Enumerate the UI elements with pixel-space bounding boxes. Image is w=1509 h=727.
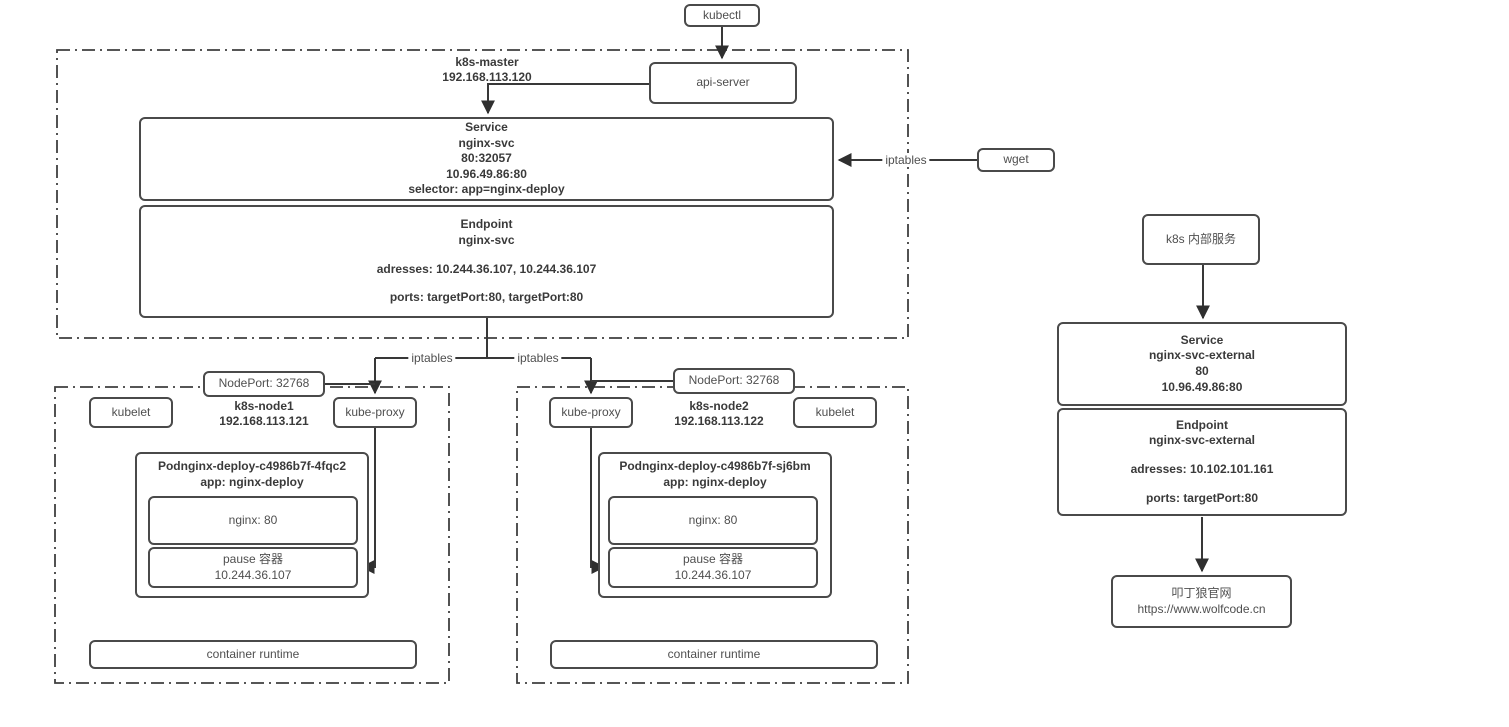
service-kind: Service	[465, 120, 508, 135]
pod1-pause-ip: 10.244.36.107	[214, 567, 292, 582]
kube-proxy1-label: kube-proxy	[345, 404, 405, 419]
node1-dashed-border	[54, 386, 450, 684]
service-external-box: Service nginx-svc-external 80 10.96.49.8…	[1057, 322, 1347, 406]
wolfcode-site-url: https://www.wolfcode.cn	[1137, 601, 1266, 616]
pod2-app-label: app: nginx-deploy	[663, 474, 767, 489]
api-server-label: api-server	[696, 75, 750, 90]
master-dashed-border	[56, 49, 909, 339]
kubelet2-box: kubelet	[793, 397, 877, 428]
iptables-wget-label: iptables	[882, 153, 930, 167]
pod2-pause-label: pause 容器	[682, 551, 744, 566]
node2-container-runtime-label: container runtime	[667, 646, 761, 661]
pod1-app-label: app: nginx-deploy	[200, 474, 304, 489]
kubectl-box: kubectl	[684, 4, 760, 27]
endpoint-kind: Endpoint	[460, 217, 513, 232]
endpoint-external-instance: nginx-svc-external	[1148, 433, 1256, 448]
service-cluster-ip: 10.96.49.86:80	[446, 166, 527, 181]
wolfcode-site-box: 叩丁狼官网 https://www.wolfcode.cn	[1111, 575, 1292, 628]
service-nginx-svc-box: Service nginx-svc 80:32057 10.96.49.86:8…	[139, 117, 834, 201]
kubelet1-box: kubelet	[89, 397, 173, 428]
pod2-nginx-label: nginx: 80	[688, 512, 738, 527]
k8s-internal-service-box: k8s 内部服务	[1142, 214, 1260, 265]
endpoint-external-ports: ports: targetPort:80	[1145, 490, 1258, 505]
pod2-pause-ip: 10.244.36.107	[674, 567, 752, 582]
endpoint-instance: nginx-svc	[458, 232, 515, 247]
kube-proxy2-box: kube-proxy	[549, 397, 633, 428]
endpoint-external-kind: Endpoint	[1176, 417, 1228, 432]
service-external-instance: nginx-svc-external	[1148, 348, 1256, 363]
service-external-port: 80	[1195, 364, 1209, 378]
node2-container-runtime-box: container runtime	[550, 640, 878, 669]
pod1-name: Podnginx-deploy-c4986b7f-4fqc2	[157, 459, 347, 473]
node2-ip: 192.168.113.122	[674, 414, 764, 428]
service-external-cluster-ip: 10.96.49.86:80	[1161, 379, 1243, 394]
kube-proxy2-label: kube-proxy	[561, 404, 621, 419]
node1-container-runtime-box: container runtime	[89, 640, 417, 669]
pod2-nginx-container-box: nginx: 80	[608, 496, 818, 545]
nodeport1-label: NodePort: 32768	[218, 376, 310, 391]
pod1-pause-label: pause 容器	[222, 551, 284, 566]
endpoint-external-addresses: adresses: 10.102.101.161	[1130, 462, 1274, 476]
master-ip: 192.168.113.120	[442, 70, 532, 84]
k8s-internal-service-label: k8s 内部服务	[1165, 231, 1236, 246]
endpoint-ports: ports: targetPort:80, targetPort:80	[389, 290, 584, 305]
service-instance: nginx-svc	[458, 135, 515, 150]
endpoint-external-box: Endpoint nginx-svc-external adresses: 10…	[1057, 408, 1347, 516]
api-server-box: api-server	[649, 62, 797, 104]
iptables-node1-label: iptables	[408, 351, 456, 365]
master-name: k8s-master	[455, 55, 519, 69]
wolfcode-site-title: 叩丁狼官网	[1171, 585, 1232, 600]
node2-dashed-border	[516, 386, 909, 684]
master-title: k8s-master 192.168.113.120	[387, 55, 587, 85]
nodeport1-box: NodePort: 32768	[203, 371, 325, 397]
pod1-pause-container-box: pause 容器 10.244.36.107	[148, 547, 358, 588]
endpoint-addresses: adresses: 10.244.36.107, 10.244.36.107	[376, 261, 597, 276]
node1-ip: 192.168.113.121	[219, 414, 309, 428]
node2-name: k8s-node2	[689, 399, 749, 413]
wget-box: wget	[977, 148, 1055, 172]
node2-title: k8s-node2 192.168.113.122	[619, 399, 819, 429]
pod1-nginx-label: nginx: 80	[228, 512, 278, 527]
arrow-apiserver-service	[481, 83, 649, 115]
service-ports: 80:32057	[461, 151, 512, 166]
endpoint-nginx-svc-box: Endpoint nginx-svc adresses: 10.244.36.1…	[139, 205, 834, 318]
kubectl-label: kubectl	[702, 7, 742, 22]
nodeport2-box: NodePort: 32768	[673, 368, 795, 394]
wget-label: wget	[1003, 152, 1029, 167]
service-external-kind: Service	[1180, 332, 1224, 347]
pod1-nginx-container-box: nginx: 80	[148, 496, 358, 545]
pod2-pause-container-box: pause 容器 10.244.36.107	[608, 547, 818, 588]
iptables-node2-label: iptables	[514, 351, 562, 365]
node1-title: k8s-node1 192.168.113.121	[164, 399, 364, 429]
pod2-name: Podnginx-deploy-c4986b7f-sj6bm	[619, 459, 811, 473]
node1-name: k8s-node1	[234, 399, 294, 413]
nodeport2-label: NodePort: 32768	[688, 373, 780, 388]
kubelet2-label: kubelet	[815, 404, 855, 419]
service-selector: selector: app=nginx-deploy	[408, 182, 565, 197]
node1-container-runtime-label: container runtime	[206, 646, 300, 661]
kube-proxy1-box: kube-proxy	[333, 397, 417, 428]
kubelet1-label: kubelet	[111, 404, 151, 419]
